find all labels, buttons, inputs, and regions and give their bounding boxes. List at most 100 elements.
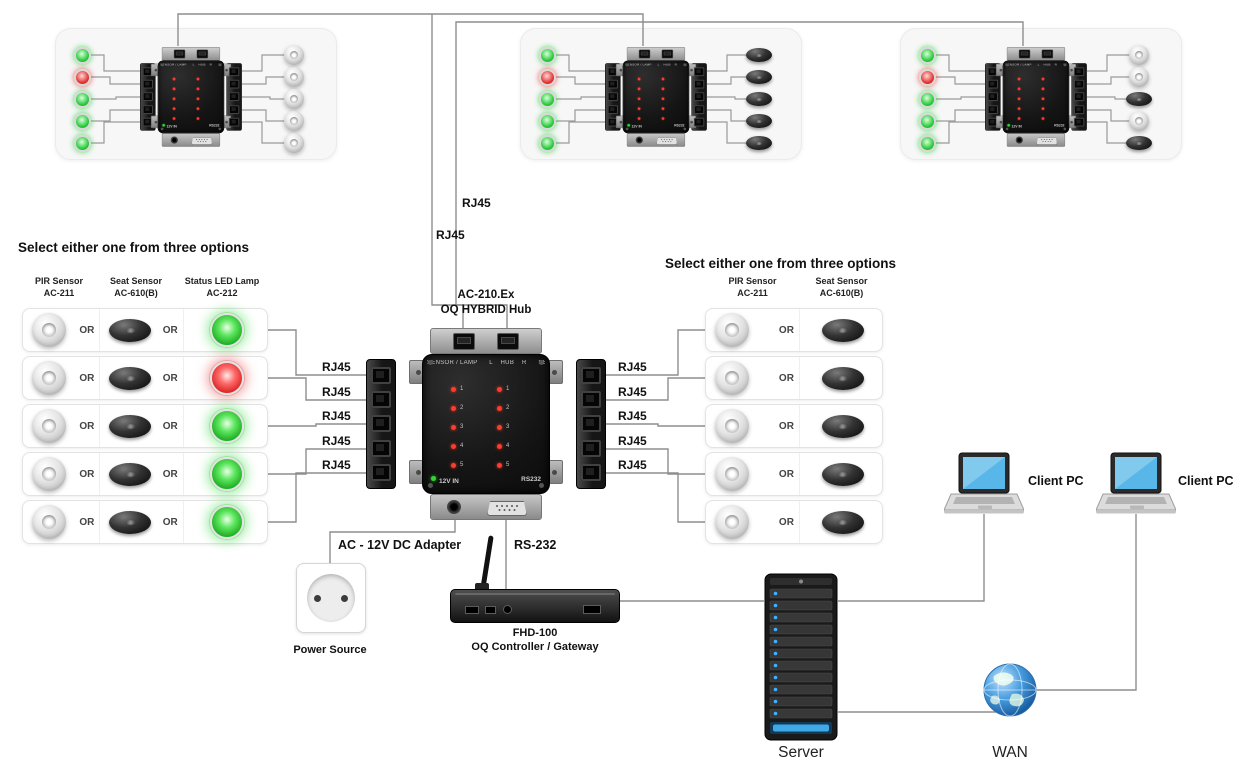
hub-channel-leds-left: 1 2 3 4 5 [451, 382, 463, 472]
status-led-lamp-icon [210, 505, 245, 539]
rj45-label: RJ45 [618, 458, 647, 472]
hub-channel-leds-right: 1 2 3 4 5 [497, 382, 509, 472]
left-option-row: OR OR [22, 356, 268, 400]
outlet-pin-hole [314, 594, 321, 602]
rj45-port-icon [661, 49, 674, 59]
rj45-label: RJ45 [618, 434, 647, 448]
status-led [538, 46, 556, 64]
pir-sensor-icon [715, 457, 749, 491]
rj45-jack [581, 439, 601, 457]
status-led-lamp-icon [210, 409, 245, 443]
rj45-jack [581, 463, 601, 481]
hub-left-rj45-strip [366, 359, 396, 489]
db9-connector-icon [191, 136, 213, 145]
server-tower-icon [764, 573, 838, 741]
controller-gateway-device [450, 535, 620, 625]
rj45-port-icon [638, 49, 651, 59]
status-led [73, 68, 91, 86]
left-option-row: OR OR [22, 500, 268, 544]
hub-body: SENSOR / LAMP L HUB R SENSOR 1 2 3 4 5 1… [422, 354, 550, 494]
sensor-icon [746, 136, 772, 150]
oq-hybrid-hub-device: SENSOR / LAMP L HUB R SENSOR 1 2 3 4 5 1… [409, 328, 563, 520]
rj45-port-R-icon [497, 333, 519, 350]
rj45-label: RJ45 [436, 228, 465, 242]
status-led [73, 134, 91, 152]
hub-bottom-ports [626, 133, 686, 147]
right-options-heading: Select either one from three options [665, 256, 897, 271]
sensor-icon [1126, 136, 1152, 150]
right-option-row: OR [705, 404, 883, 448]
sensor-icon [746, 92, 772, 106]
sensor-icon [284, 111, 304, 131]
rj45-label: RJ45 [322, 360, 351, 374]
server-device [764, 573, 838, 741]
status-led [73, 90, 91, 108]
left-options-heading: Select either one from three options [18, 240, 250, 255]
rj45-port-icon [1041, 49, 1054, 59]
seat-sensor-icon [821, 414, 864, 438]
rj45-label: RJ45 [618, 385, 647, 399]
pir-sensor-icon [32, 361, 66, 395]
hub-right-rj45-strip [576, 359, 606, 489]
status-led [918, 112, 936, 130]
pir-sensor-icon [32, 409, 66, 443]
rj45-label: RJ45 [322, 409, 351, 423]
rj45-label: RJ45 [618, 360, 647, 374]
status-led [918, 68, 936, 86]
seat-sensor-icon [821, 510, 864, 534]
sensor-icon [284, 133, 304, 153]
seat-sensor-icon [109, 318, 152, 342]
rj45-label: RJ45 [618, 409, 647, 423]
hub-bottom-ports [430, 494, 542, 520]
sensor-icon [746, 48, 772, 62]
pir-sensor-icon [715, 409, 749, 443]
sensor-icon [284, 89, 304, 109]
rs232-line-label: RS-232 [514, 538, 557, 552]
outlet-pin-hole [341, 594, 348, 602]
sensor-icon [1126, 92, 1152, 106]
left-option-row: OR OR [22, 308, 268, 352]
status-led [73, 46, 91, 64]
seat-sensor-icon [821, 366, 864, 390]
status-led [918, 46, 936, 64]
server-caption: Server [778, 744, 824, 761]
pir-sensor-icon [715, 313, 749, 347]
power-source-caption: Power Source [293, 644, 367, 656]
hub-bottom-ports [1006, 133, 1066, 147]
client-pc-2-caption: Client PC [1178, 474, 1234, 488]
pir-sensor-icon [715, 505, 749, 539]
seat-sensor-icon [109, 366, 152, 390]
sensor-icon [1129, 45, 1149, 65]
rj45-label: RJ45 [322, 385, 351, 399]
client-pc-1 [943, 452, 1025, 516]
hub-uplink-ports [626, 47, 686, 61]
seat-sensor-icon [109, 510, 152, 534]
seat-sensor-icon [821, 462, 864, 486]
rj45-label: RJ45 [322, 434, 351, 448]
hub-uplink-ports [161, 47, 221, 61]
rj45-jack [371, 391, 391, 409]
rj45-jack [371, 415, 391, 433]
sensor-icon [284, 45, 304, 65]
rs232-port-label: RS232 [521, 475, 541, 483]
sensor-icon [746, 70, 772, 84]
rj45-jack [371, 439, 391, 457]
right-option-row: OR [705, 308, 883, 352]
rj45-jack-strip [226, 63, 242, 131]
hub-port-strip-label: SENSOR / LAMP L HUB R SENSOR [160, 63, 221, 67]
hub-bottom-ports [161, 133, 221, 147]
right-option-row: OR [705, 452, 883, 496]
rj45-port-L-icon [453, 333, 475, 350]
rj45-jack [371, 463, 391, 481]
sensor-icon [1129, 67, 1149, 87]
